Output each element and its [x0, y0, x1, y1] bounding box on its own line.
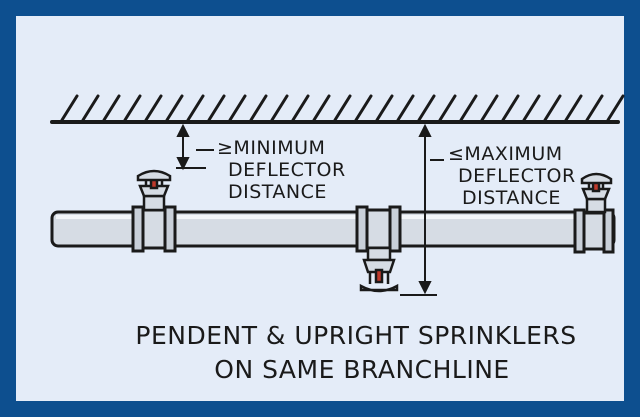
- hatch-mark: [375, 94, 394, 122]
- hatch-mark: [543, 94, 562, 122]
- hatch-mark: [438, 94, 457, 122]
- hatch-mark: [270, 94, 289, 122]
- hatch-mark: [207, 94, 226, 122]
- max-label-line3: DISTANCE: [462, 187, 561, 209]
- diagram-panel: [16, 16, 624, 401]
- caption-line1: PENDENT & UPRIGHT SPRINKLERS: [135, 321, 576, 350]
- hatch-mark: [606, 94, 625, 122]
- hatch-mark: [123, 94, 142, 122]
- maximum-dimension-line: [400, 123, 444, 296]
- caption-line2: ON SAME BRANCHLINE: [214, 355, 509, 384]
- hatch-mark: [60, 94, 79, 122]
- min-label-line1: ≥MINIMUM: [217, 137, 325, 159]
- hatch-mark: [564, 94, 583, 122]
- upright-sprinkler-icon: [580, 172, 613, 214]
- hatch-mark: [480, 94, 499, 122]
- hatch-mark: [102, 94, 121, 122]
- hatch-mark: [333, 94, 352, 122]
- hatch-mark: [144, 94, 163, 122]
- max-label-line2: DEFLECTOR: [458, 165, 576, 187]
- minimum-dimension-line: [176, 123, 214, 171]
- hatch-mark: [396, 94, 415, 122]
- hatch-mark: [186, 94, 205, 122]
- min-label-line2: DEFLECTOR: [228, 159, 346, 181]
- branchline-pipe: [50, 205, 616, 254]
- hatch-mark: [417, 94, 436, 122]
- hatch-mark: [228, 94, 247, 122]
- hatch-mark: [354, 94, 373, 122]
- hatch-mark: [165, 94, 184, 122]
- hatch-mark: [291, 94, 310, 122]
- hatch-mark: [81, 94, 100, 122]
- hatch-mark: [459, 94, 478, 122]
- pendent-sprinkler-icon: [359, 246, 399, 293]
- ceiling-hatch: [50, 94, 625, 124]
- hatch-mark: [522, 94, 541, 122]
- min-label-line3: DISTANCE: [228, 181, 327, 203]
- hatch-mark: [249, 94, 268, 122]
- hatch-mark: [501, 94, 520, 122]
- max-label-line1: ≤MAXIMUM: [448, 143, 563, 165]
- hatch-mark: [585, 94, 604, 122]
- hatch-mark: [312, 94, 331, 122]
- upright-sprinkler-icon: [136, 169, 172, 212]
